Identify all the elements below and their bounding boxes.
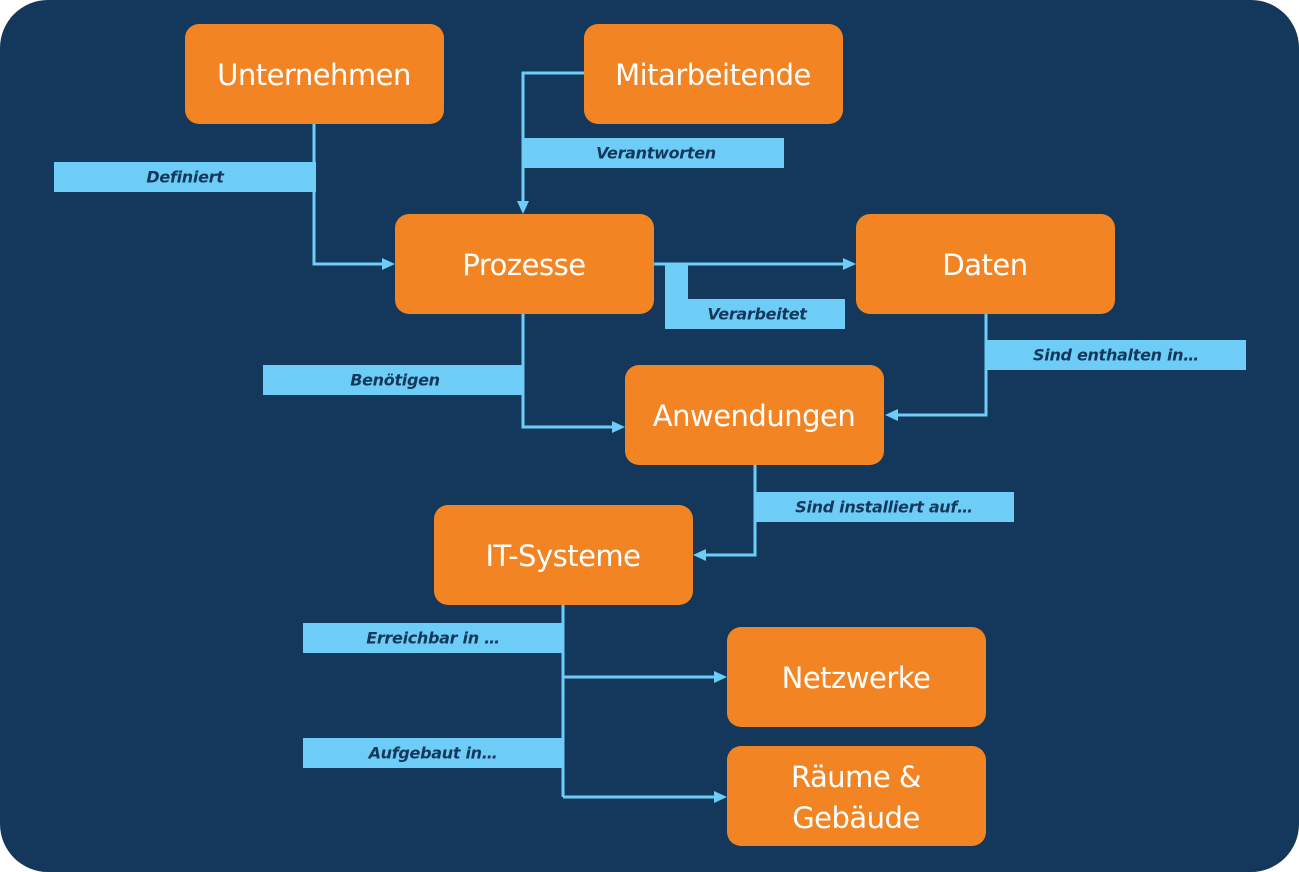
edge-label-definiert: Definiert [54,162,316,192]
edge-label-aufgebaut-in: Aufgebaut in… [303,738,563,768]
edge-label-verarbeitet: Verarbeitet [654,264,845,329]
node-prozesse-label: Prozesse [462,248,585,282]
arrowhead-raeume-left [714,791,727,803]
edge-label-sind-installiert-auf: Sind installiert auf… [755,492,1014,522]
edge-label-verantworten: Verantworten [524,138,784,168]
edge-label-benoetigen: Benötigen [263,365,524,395]
node-netzwerke-label: Netzwerke [782,661,931,695]
edge-label-verarbeitet-text: Verarbeitet [707,305,808,324]
node-daten-label: Daten [942,248,1027,282]
arrowhead-netzwerke-left [714,671,727,683]
connector-mitarbeitende-prozesse [521,71,584,204]
node-anwendungen-label: Anwendungen [653,399,855,433]
arrowhead-daten-left [843,258,856,270]
node-unternehmen: Unternehmen [185,24,444,124]
node-mitarbeitende: Mitarbeitende [584,24,843,124]
node-netzwerke: Netzwerke [727,627,986,727]
arrowhead-prozesse-left [382,258,395,270]
arrowhead-anwendungen-right [885,409,898,421]
node-unternehmen-label: Unternehmen [217,58,411,92]
edge-label-benoetigen-text: Benötigen [350,371,440,390]
node-raeume-label-line1: Räume & [791,760,921,794]
node-daten: Daten [856,214,1115,314]
edge-label-erreichbar-in: Erreichbar in … [303,623,563,653]
edge-label-definiert-text: Definiert [146,168,225,187]
edge-label-aufgebaut-in-text: Aufgebaut in… [367,744,498,763]
edge-label-verantworten-text: Verantworten [596,144,716,163]
edge-label-sind-enthalten-in: Sind enthalten in… [986,340,1246,370]
node-it-systeme: IT-Systeme [434,505,693,605]
node-raeume-label-line2: Gebäude [792,801,920,835]
node-anwendungen: Anwendungen [625,365,884,465]
node-raeume-gebaeude: Räume & Gebäude [727,746,986,846]
arrowhead-prozesse-top [517,201,529,214]
arrowhead-it-systeme-right [693,549,706,561]
arrowhead-anwendungen-left [612,421,625,433]
node-prozesse: Prozesse [395,214,654,314]
edge-label-sind-enthalten-in-text: Sind enthalten in… [1033,346,1199,365]
connector-prozesse-anwendungen [521,314,616,429]
edge-label-sind-installiert-auf-text: Sind installiert auf… [795,498,973,517]
edge-label-erreichbar-in-text: Erreichbar in … [366,629,500,648]
node-mitarbeitende-label: Mitarbeitende [615,58,811,92]
node-it-systeme-label: IT-Systeme [485,539,640,573]
